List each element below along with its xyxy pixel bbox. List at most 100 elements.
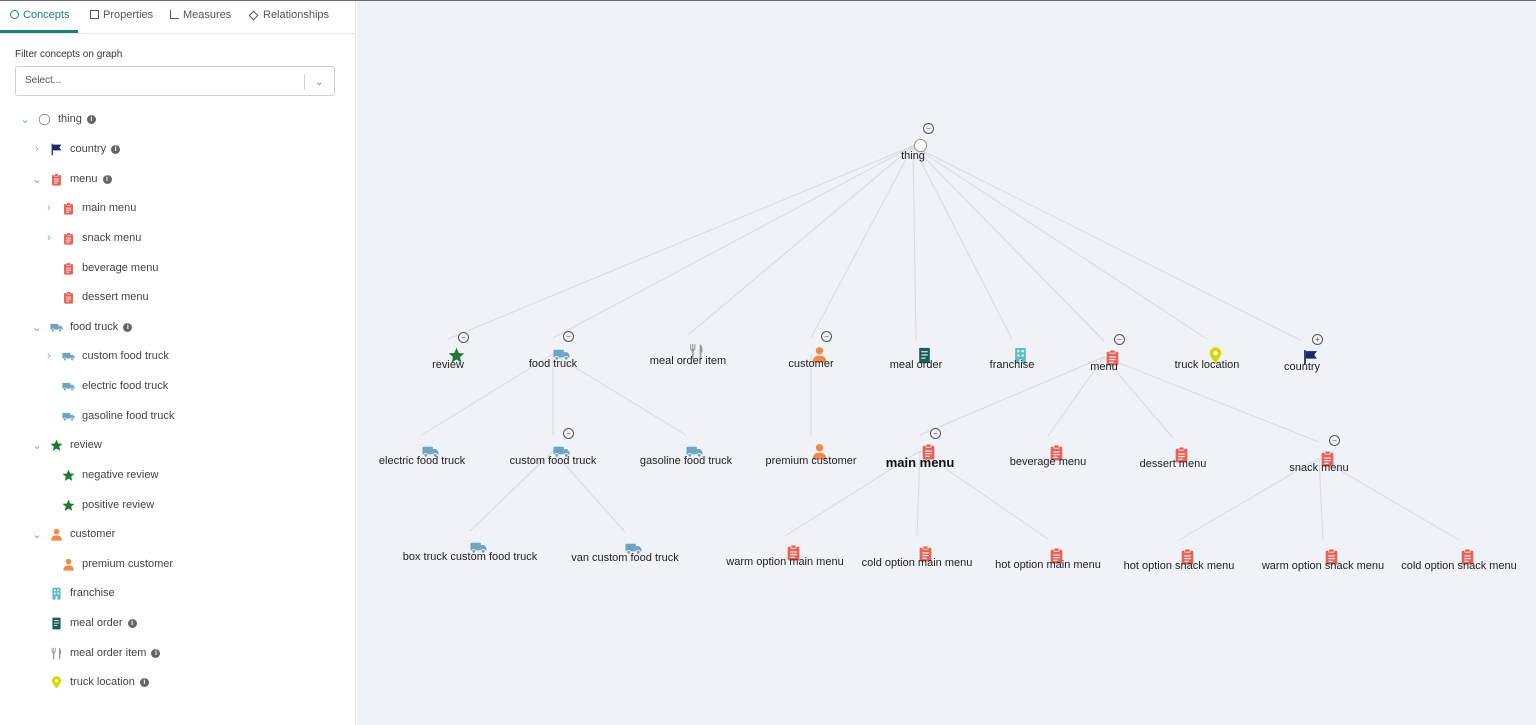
graph-node-label: snack menu [1289,462,1349,474]
collapse-icon[interactable]: − [563,331,574,342]
graph-edge [1318,457,1324,541]
tree-item-label: customer [70,528,116,540]
star-icon [60,498,76,512]
tree-item-custom-food-truck[interactable]: ›custom food truck [42,346,169,366]
tree-item-review[interactable]: ⌄review [30,435,101,455]
truck-icon [60,349,76,363]
tab-concepts-label: Concepts [23,9,70,21]
tree-item-negative-review[interactable]: negative review [42,465,158,485]
tree-item-label: snack menu [82,232,142,244]
tree-item-label: thing [58,113,82,125]
chevron-down-icon[interactable]: ⌄ [32,439,42,452]
chevron-right-icon[interactable]: › [35,143,39,155]
chevron-right-icon[interactable]: › [47,350,51,362]
graph-node-label: truck location [1174,359,1240,371]
tree-item-main-menu[interactable]: ›main menu [42,198,136,218]
active-tab-indicator [0,30,78,33]
chevron-down-icon[interactable]: ⌄ [32,173,42,186]
utensils-icon [48,646,64,660]
concepts-sidebar: Concepts Properties Measures Relationshi… [0,1,356,725]
tree-item-label: premium customer [82,558,174,570]
graph-node-label: food truck [528,358,578,370]
collapse-icon[interactable]: − [1329,435,1340,446]
chevron-down-icon[interactable]: ⌄ [314,76,324,88]
collapse-icon[interactable]: − [930,428,941,439]
collapse-icon[interactable]: − [563,428,574,439]
expand-icon[interactable]: + [1312,334,1323,345]
info-icon[interactable]: i [86,114,96,124]
tab-measures[interactable]: Measures [170,9,231,21]
chevron-down-icon[interactable]: ⌄ [20,113,30,126]
graph-edge [919,450,1049,540]
graph-edge [552,450,626,533]
bar-chart-icon [170,10,179,19]
collapse-icon[interactable]: − [1114,334,1125,345]
tree-item-label: electric food truck [82,380,169,392]
tab-measures-label: Measures [183,9,232,21]
graph-node-label: cold option main menu [861,557,973,569]
info-icon[interactable]: i [111,144,121,154]
select-placeholder: Select... [25,75,62,86]
info-icon[interactable]: i [123,322,133,332]
graph-node-label: review [432,359,464,371]
tab-relationships[interactable]: Relationships [248,9,330,21]
graph-node-label: dessert menu [1139,458,1207,470]
graph-node-label: electric food truck [378,455,466,467]
collapse-icon[interactable]: − [821,331,832,342]
graph-node-label: meal order item [649,355,727,367]
graph-edge [1103,356,1320,443]
truck-icon [48,320,64,334]
tab-properties[interactable]: Properties [90,9,153,21]
tree-item-beverage-menu[interactable]: beverage menu [42,258,158,278]
graph-edge [912,145,1208,340]
graph-edge [1103,356,1174,439]
graph-edge [469,450,554,532]
tree-item-positive-review[interactable]: positive review [42,495,154,515]
person-icon [48,527,64,541]
chevron-right-icon[interactable]: › [47,232,51,244]
tree-item-customer[interactable]: ⌄ customer [30,524,115,544]
tree-item-gasoline-food-truck[interactable]: gasoline food truck [42,406,174,426]
concept-filter-select[interactable]: Select... ⌄ [15,66,335,96]
tree-item-label: negative review [82,469,159,481]
clipboard-icon [60,201,76,215]
graph-edge [810,145,914,339]
graph-edge [912,145,917,340]
info-icon[interactable]: i [102,174,112,184]
tree-item-dessert-menu[interactable]: dessert menu [42,287,149,307]
collapse-icon[interactable]: − [923,123,934,134]
tree-item-snack-menu[interactable]: › snack menu [42,228,141,248]
circle-icon [36,112,52,126]
graph-edge [1047,356,1105,437]
tab-concepts[interactable]: Concepts [10,9,69,21]
chevron-right-icon[interactable]: › [47,202,51,214]
clipboard-icon [60,231,76,245]
tab-properties-label: Properties [103,9,154,21]
info-icon[interactable]: i [151,648,161,658]
graph-edge [447,145,914,340]
chevron-down-icon[interactable]: ⌄ [32,528,42,541]
graph-edge [912,145,1303,342]
collapse-icon[interactable]: − [458,332,469,343]
tree-item-electric-food-truck[interactable]: electric food truck [42,376,168,396]
top-border [0,0,1536,1]
info-icon[interactable]: i [127,618,137,628]
tree-item-label: positive review [82,499,155,511]
info-icon[interactable]: i [139,677,149,687]
tab-relationships-label: Relationships [263,9,330,21]
receipt-icon [48,616,64,630]
chevron-down-icon[interactable]: ⌄ [32,321,42,334]
graph-edge [687,145,914,336]
tree-item-premium-customer[interactable]: premium customer [42,554,173,574]
graph-edges [421,145,1460,541]
tree-item-franchise[interactable]: franchise [30,583,115,603]
person-icon [60,557,76,571]
